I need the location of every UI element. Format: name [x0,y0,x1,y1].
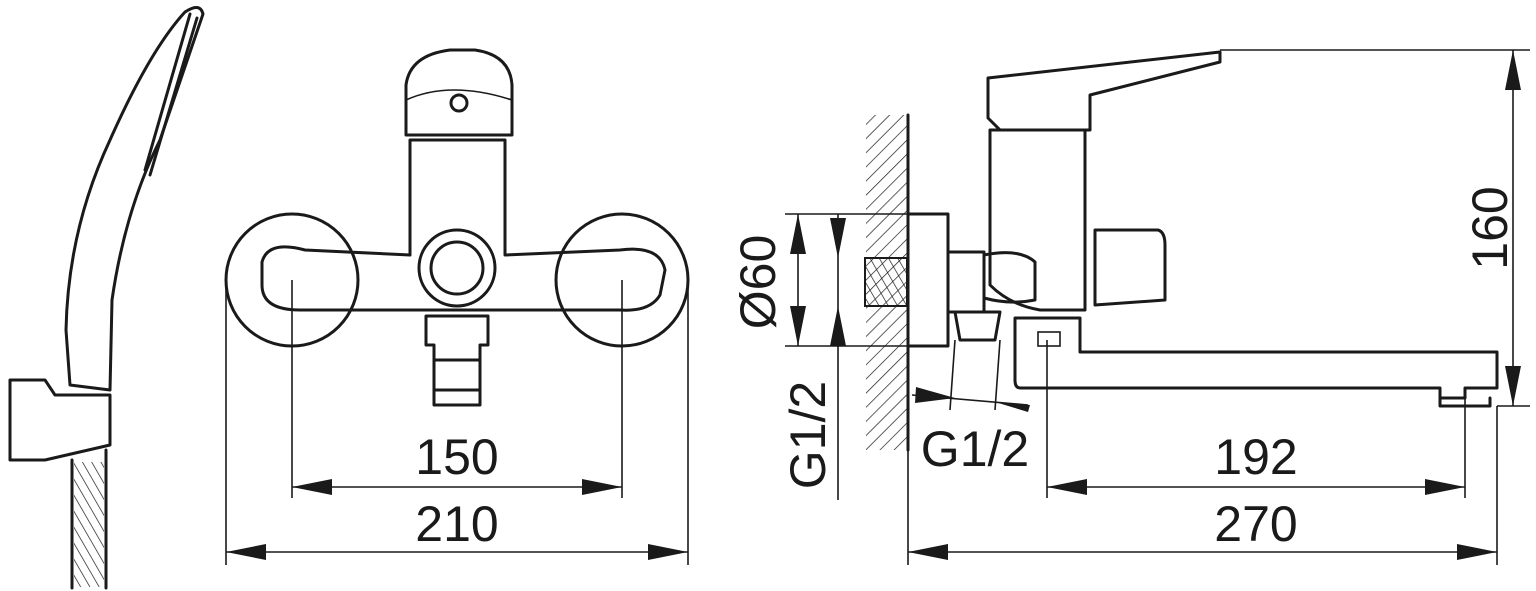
mixer-side-view: Ø60 G1/2 G1/2 160 192 270 [730,49,1530,565]
mixer-front-view: 150 210 [224,48,690,565]
body-joint [982,251,1037,304]
hand-shower-hose [70,448,108,590]
dim-label-150: 150 [415,429,498,485]
dim-label-210: 210 [415,496,498,552]
lever-indicator [449,93,469,113]
diverter-knob-inner [429,240,485,296]
dim-label-160: 160 [1462,186,1518,269]
front-outlet [424,314,490,407]
thread-connector [864,257,908,307]
dim-label-thread-left: G1/2 [780,381,836,489]
hand-shower-face [143,12,199,177]
mixer-body-bar [260,138,667,312]
hose-texture [74,462,104,587]
mixer-body-side [988,128,1087,312]
lever-handle [404,48,514,137]
lever-side [986,50,1222,132]
spout [1013,316,1499,400]
bottom-inlet [953,310,1002,342]
hand-shower-head [64,6,205,392]
hand-shower-holder [8,378,112,462]
nut-connector [946,250,986,314]
dim-label-192: 192 [1214,429,1297,485]
diverter-side [1093,228,1167,307]
wall-rosette-side [906,212,950,348]
dim-label-d60: Ø60 [730,235,786,330]
spout-detail [1037,331,1061,347]
diverter-knob [417,228,497,308]
dim-label-thread-bottom: G1/2 [921,421,1029,477]
dim-label-270: 270 [1214,496,1297,552]
hand-shower-view [8,6,205,590]
lever-detail [405,89,513,101]
